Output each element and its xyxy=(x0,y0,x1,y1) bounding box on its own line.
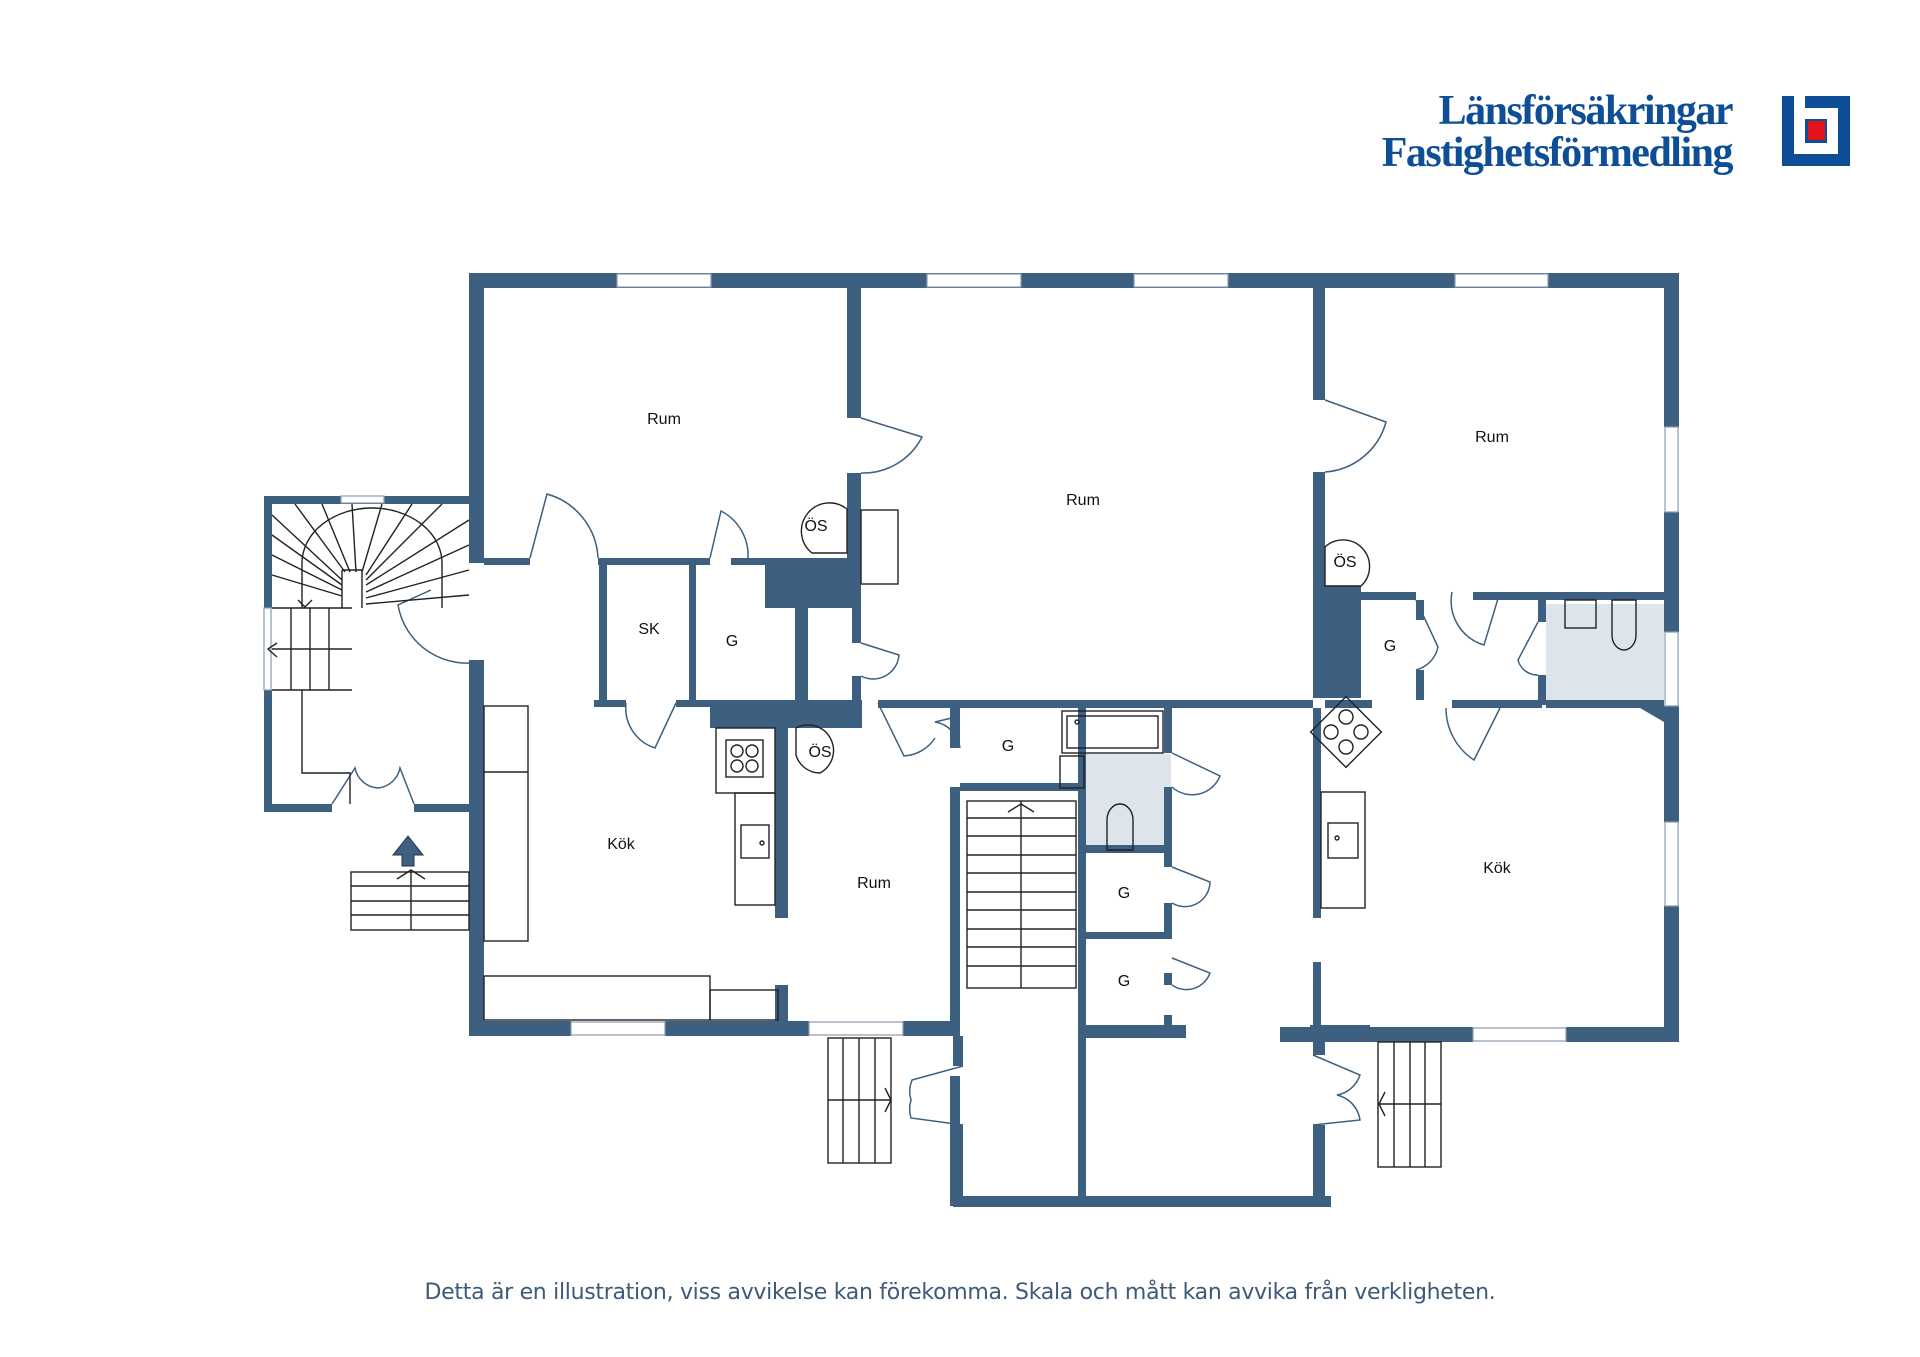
toilet-icon xyxy=(1106,803,1134,851)
brand-line-2: Fastighetsförmedling xyxy=(1381,130,1734,176)
bathtub-icon xyxy=(1061,710,1164,754)
fireplace-os-1-icon xyxy=(800,502,848,554)
fireplace-os-1-label: ÖS xyxy=(804,517,827,535)
sink-icon xyxy=(740,824,770,859)
washbasin-wc-icon xyxy=(1564,599,1597,629)
bathroom-floor xyxy=(1084,754,1171,850)
room-label-rum-top-left: Rum xyxy=(647,411,681,428)
stairs xyxy=(266,503,1442,1168)
toilet-wc-icon xyxy=(1611,599,1637,651)
room-label-kok-left: Kök xyxy=(607,836,636,853)
spiral-staircase xyxy=(266,503,470,804)
fixtures xyxy=(483,509,1637,1021)
room-labels: Rum Rum Rum Kök Rum Kök SK G G G G G xyxy=(607,411,1512,990)
fireplace-os-3-label: ÖS xyxy=(808,743,831,761)
brand-mark-icon xyxy=(1782,96,1850,166)
room-label-g-3: G xyxy=(1118,885,1130,902)
room-label-sk: SK xyxy=(638,621,660,638)
stove-icon xyxy=(715,727,776,794)
room-label-g-5: G xyxy=(1384,638,1396,655)
cabinet xyxy=(860,509,899,585)
fireplaces: ÖS ÖS ÖS xyxy=(795,502,1371,774)
windows xyxy=(263,273,1679,1042)
room-label-rum-bottom-left: Rum xyxy=(857,875,891,892)
stove-right-icon xyxy=(1309,695,1383,769)
room-label-rum-top-right: Rum xyxy=(1475,429,1509,446)
disclaimer-text: Detta är en illustration, viss avvikelse… xyxy=(424,1280,1496,1305)
wc-floor xyxy=(1546,604,1664,718)
sink-right-icon xyxy=(1327,822,1359,859)
entrance-arrow-icon xyxy=(391,835,425,867)
room-label-g-4: G xyxy=(1118,973,1130,990)
fireplace-os-2-icon xyxy=(1324,539,1371,587)
room-label-kok-right: Kök xyxy=(1483,860,1512,877)
sink-counter xyxy=(734,792,776,906)
room-label-g-2: G xyxy=(1002,738,1014,755)
doors xyxy=(331,399,1539,1126)
room-label-g-1: G xyxy=(726,633,738,650)
counter-bottom xyxy=(483,975,711,1021)
brand-line-1: Länsförsäkringar xyxy=(1438,88,1734,134)
washbasin-icon xyxy=(1059,755,1085,789)
counter-left xyxy=(483,705,529,942)
sink-counter-right xyxy=(1320,791,1366,909)
brand-logo: Länsförsäkringar Fastighetsförmedling xyxy=(1380,90,1850,180)
room-label-rum-top-center: Rum xyxy=(1066,492,1100,509)
walls xyxy=(264,273,1679,1207)
fireplace-os-3-icon xyxy=(795,724,835,774)
brand-wordmark: Länsförsäkringar Fastighetsförmedling xyxy=(1381,88,1734,176)
fireplace-os-2-label: ÖS xyxy=(1333,553,1356,571)
